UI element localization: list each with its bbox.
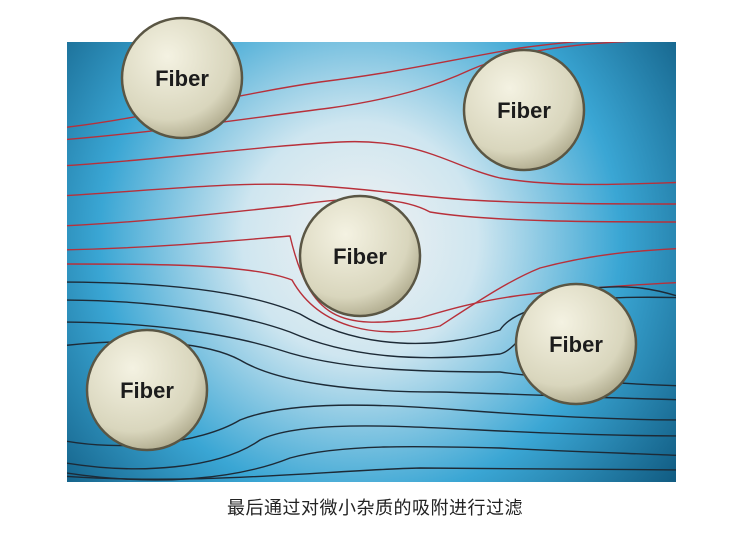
fiber-top-right: Fiber: [462, 48, 586, 172]
streamline-upper: [67, 235, 676, 323]
streamline-upper: [67, 183, 676, 205]
fiber-circle: [514, 282, 638, 406]
fiber-center: Fiber: [298, 194, 422, 318]
streamline-lower: [67, 286, 676, 359]
fibers-group: Fiber Fiber Fiber Fiber Fiber: [85, 16, 638, 452]
fiber-circle: [85, 328, 209, 452]
streamline-upper: [67, 140, 676, 186]
fiber-top-left: Fiber: [120, 16, 244, 140]
fiber-circle: [120, 16, 244, 140]
fiber-right: Fiber: [514, 282, 638, 406]
streamline-lower: [67, 425, 676, 470]
fiber-label: Fiber: [120, 378, 174, 403]
fiber-label: Fiber: [333, 244, 387, 269]
fiber-label: Fiber: [497, 98, 551, 123]
caption: 最后通过对微小杂质的吸附进行过滤: [227, 498, 523, 519]
fiber-label: Fiber: [155, 66, 209, 91]
fiber-circle: [298, 194, 422, 318]
fiber-label: Fiber: [549, 332, 603, 357]
fiber-circle: [462, 48, 586, 172]
streamline-lower: [67, 467, 676, 480]
fiber-bottom-left: Fiber: [85, 328, 209, 452]
streamline-upper: [67, 248, 676, 333]
